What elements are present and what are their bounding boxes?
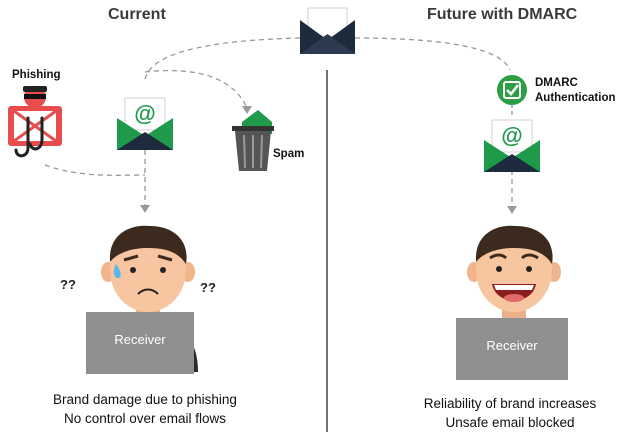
dmarc-label-line1: DMARC: [535, 77, 578, 89]
confused-marks-left: ??: [60, 277, 76, 292]
dash-top-right: [354, 37, 511, 71]
right-caption-line2: Unsafe email blocked: [445, 415, 575, 430]
fishing-hook-icon: [14, 116, 44, 158]
dmarc-label-line2: Authentication: [535, 92, 616, 104]
left-title: Current: [108, 6, 166, 23]
right-title: Future with DMARC: [427, 6, 578, 23]
check-badge-icon: [497, 75, 527, 105]
dash-to-spam: [144, 69, 248, 109]
confused-marks-right: ??: [200, 280, 216, 295]
left-receiver-label: Receiver: [114, 332, 166, 347]
right-caption: Reliability of brand increases Unsafe em…: [390, 394, 621, 432]
hacker-icon: [8, 86, 62, 158]
left-caption-line1: Brand damage due to phishing: [53, 392, 237, 407]
dash-top-left: [144, 37, 301, 81]
dmarc-label: DMARC Authentication: [535, 76, 616, 106]
left-caption: Brand damage due to phishing No control …: [20, 390, 270, 428]
spam-label: Spam: [273, 148, 305, 160]
envelope-icon: @: [117, 97, 173, 150]
dash-phishing: [44, 164, 146, 176]
at-sign-icon: @: [134, 101, 155, 126]
phishing-label: Phishing: [12, 69, 61, 81]
left-receiver-screen: Receiver: [86, 312, 194, 374]
trash-bin-icon: [232, 110, 274, 171]
right-caption-line1: Reliability of brand increases: [423, 396, 597, 411]
right-receiver-screen: Receiver: [456, 318, 568, 380]
envelope-icon: @: [484, 119, 540, 172]
left-caption-line2: No control over email flows: [63, 411, 227, 426]
envelope-icon: [300, 7, 355, 54]
at-sign-icon: @: [501, 123, 522, 148]
right-receiver-label: Receiver: [486, 338, 538, 353]
